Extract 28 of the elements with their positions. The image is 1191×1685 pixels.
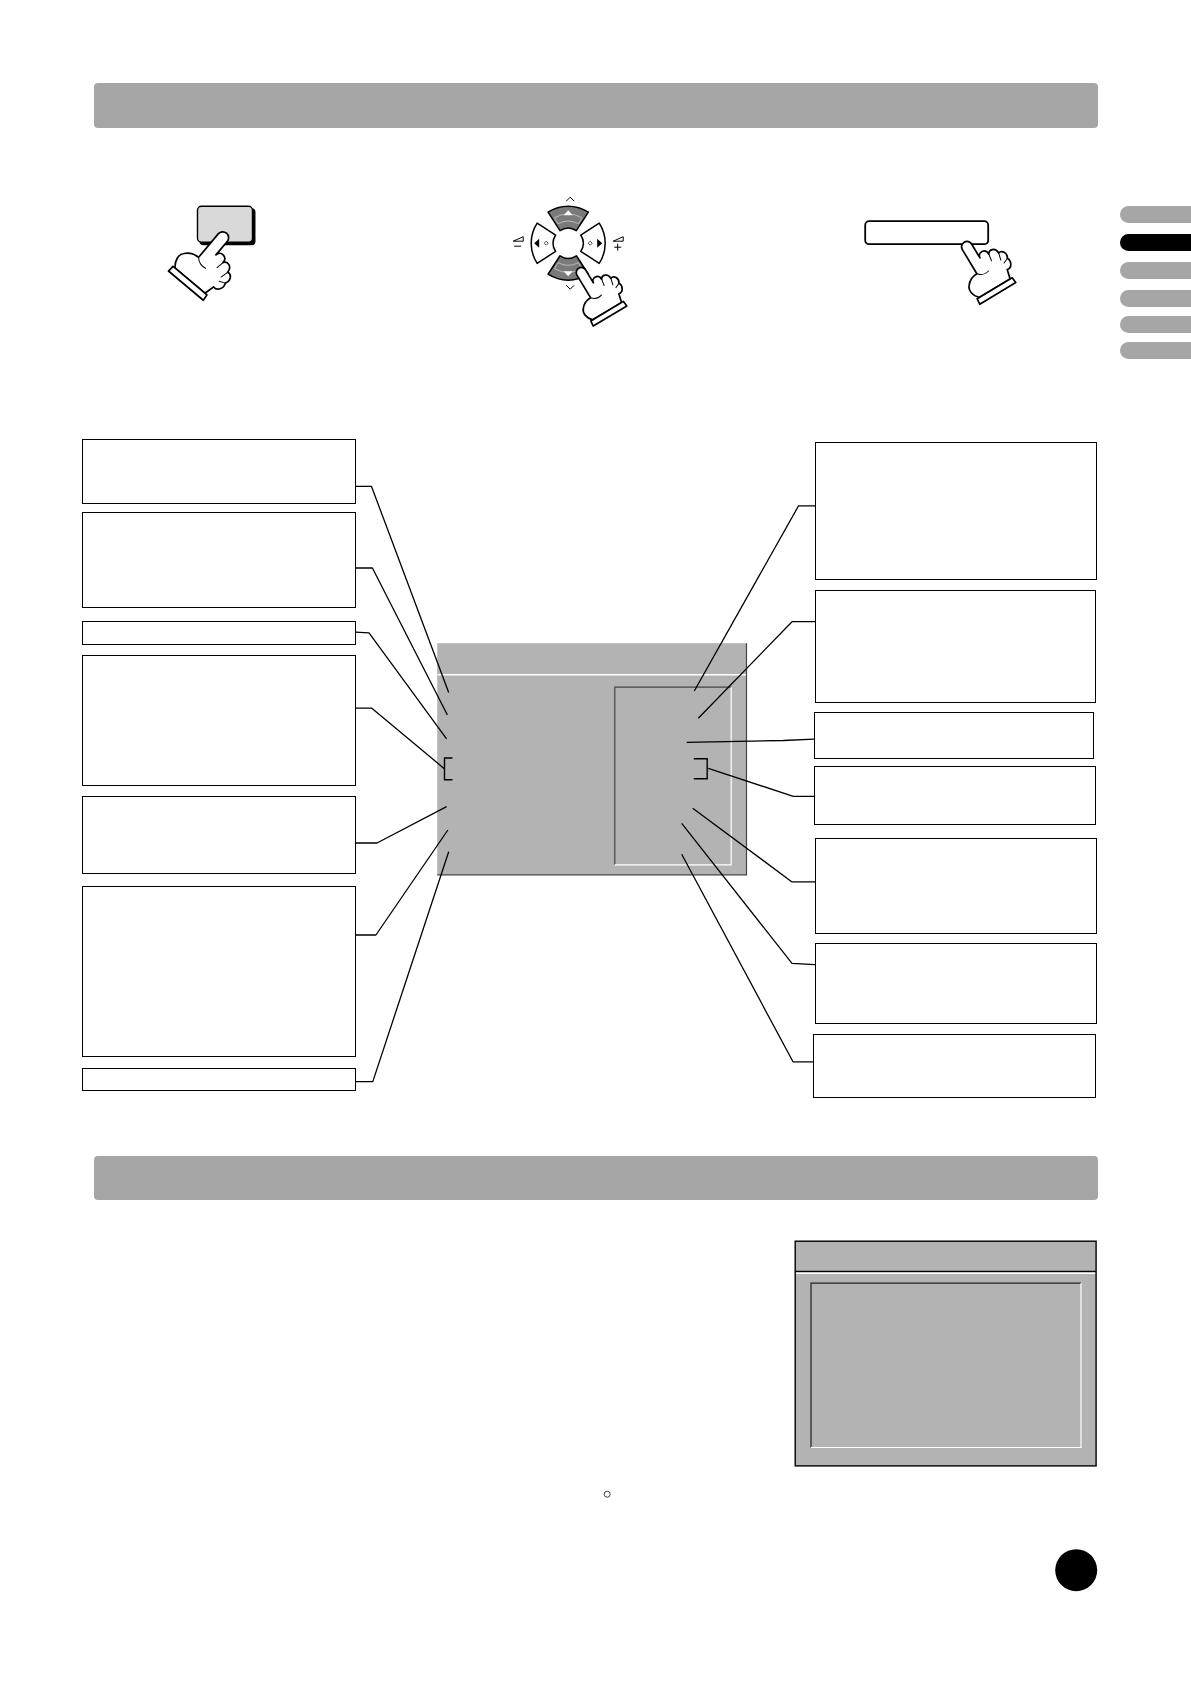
leader-line — [681, 853, 814, 1063]
leader-line — [354, 485, 450, 694]
callout-box — [81, 655, 356, 786]
callout-box — [81, 886, 356, 1057]
callout-box — [814, 766, 1096, 825]
callout-box — [814, 712, 1094, 759]
callout-box — [815, 589, 1096, 704]
leader-line — [686, 738, 815, 743]
leader-line — [354, 851, 450, 1083]
callout-box — [81, 1068, 356, 1091]
callout-box — [815, 838, 1097, 934]
callout-box — [81, 439, 356, 504]
leader-line — [354, 631, 448, 740]
leader-line — [354, 707, 445, 770]
leader-line — [354, 805, 448, 844]
leader-line — [707, 767, 815, 798]
leader-line — [697, 621, 816, 719]
callout-box — [813, 1033, 1096, 1098]
callout-box — [81, 621, 356, 645]
leader-line — [354, 567, 449, 716]
callout-box — [81, 512, 356, 608]
leader-line — [692, 807, 816, 883]
leader-line — [354, 829, 449, 936]
callout-box — [815, 942, 1097, 1024]
callout-box — [81, 796, 356, 874]
leader-line — [681, 822, 816, 966]
leader-line — [693, 505, 816, 692]
callout-box — [815, 441, 1097, 581]
